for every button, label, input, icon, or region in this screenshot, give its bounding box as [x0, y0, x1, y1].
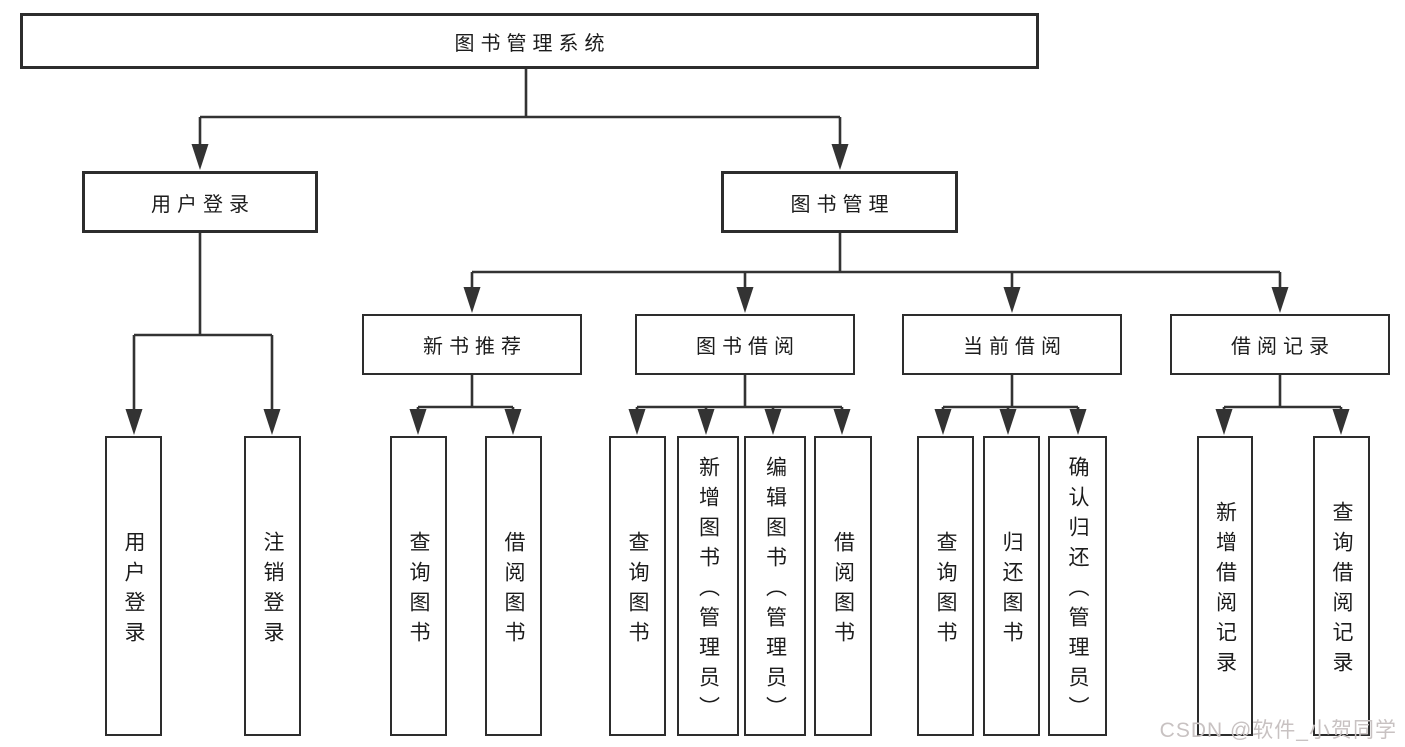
arrowhead: [1271, 287, 1289, 313]
leaf-borrow-books: 借阅图书: [814, 436, 872, 736]
root-node-label: 图书管理系统: [454, 32, 611, 55]
leaf-label: 查询图书: [407, 530, 430, 651]
arrowhead: [1069, 409, 1087, 435]
leaf-add-books-admin: 新增图书（管理员）: [677, 436, 739, 736]
section-label: 当前借阅: [963, 336, 1067, 358]
leaf-return-books: 归还图书: [983, 436, 1040, 736]
arrowhead: [409, 409, 427, 435]
leaf-label: 查询图书: [934, 530, 957, 651]
leaf-label: 查询借阅记录: [1330, 500, 1353, 681]
arrowhead: [1215, 409, 1233, 435]
arrowhead: [125, 409, 143, 435]
arrowhead: [934, 409, 952, 435]
arrowhead: [697, 409, 715, 435]
root-node-library-system: 图书管理系统: [20, 13, 1039, 69]
arrowhead: [191, 144, 209, 170]
csdn-watermark: CSDN @软件_小贺同学: [1159, 719, 1397, 742]
leaf-query-books-recommend: 查询图书: [390, 436, 447, 736]
branch-label: 图书管理: [790, 193, 895, 216]
section-label: 借阅记录: [1231, 336, 1335, 358]
leaf-label: 确认归还（管理员）: [1066, 455, 1089, 726]
section-current-borrowing: 当前借阅: [902, 314, 1122, 375]
arrowhead: [831, 144, 849, 170]
arrowhead: [833, 409, 851, 435]
branch-user-login: 用户登录: [82, 171, 318, 233]
section-label: 图书借阅: [696, 336, 800, 358]
section-book-borrowing: 图书借阅: [635, 314, 855, 375]
section-label: 新书推荐: [423, 336, 527, 358]
branch-label: 用户登录: [151, 193, 255, 216]
leaf-label: 查询图书: [626, 530, 649, 651]
leaf-add-borrow-record: 新增借阅记录: [1197, 436, 1253, 736]
arrowhead: [1332, 409, 1350, 435]
arrowhead: [463, 287, 481, 313]
section-new-book-recommendation: 新书推荐: [362, 314, 582, 375]
arrowhead: [764, 409, 782, 435]
arrowhead: [504, 409, 522, 435]
arrowhead: [1003, 287, 1021, 313]
leaf-label: 新增借阅记录: [1213, 500, 1237, 681]
leaf-query-books-borrow: 查询图书: [609, 436, 666, 736]
branch-book-management: 图书管理: [721, 171, 958, 233]
arrowhead: [736, 287, 754, 313]
leaf-label: 新增图书（管理员）: [696, 455, 720, 726]
arrowhead: [628, 409, 646, 435]
leaf-label: 用户登录: [122, 530, 145, 651]
arrowhead: [263, 409, 281, 435]
leaf-query-borrow-record: 查询借阅记录: [1313, 436, 1370, 736]
leaf-edit-books-admin: 编辑图书（管理员）: [744, 436, 806, 736]
section-borrowing-records: 借阅记录: [1170, 314, 1390, 375]
leaf-borrow-books-recommend: 借阅图书: [485, 436, 542, 736]
leaf-label: 借阅图书: [502, 530, 525, 651]
leaf-logout-login: 注销登录: [244, 436, 301, 736]
leaf-user-login: 用户登录: [105, 436, 162, 736]
leaf-query-books-current: 查询图书: [917, 436, 974, 736]
leaf-label: 注销登录: [261, 530, 284, 651]
leaf-label: 借阅图书: [831, 530, 855, 651]
leaf-confirm-return-admin: 确认归还（管理员）: [1048, 436, 1107, 736]
arrowhead: [999, 409, 1017, 435]
leaf-label: 归还图书: [1000, 530, 1023, 651]
leaf-label: 编辑图书（管理员）: [763, 455, 787, 726]
